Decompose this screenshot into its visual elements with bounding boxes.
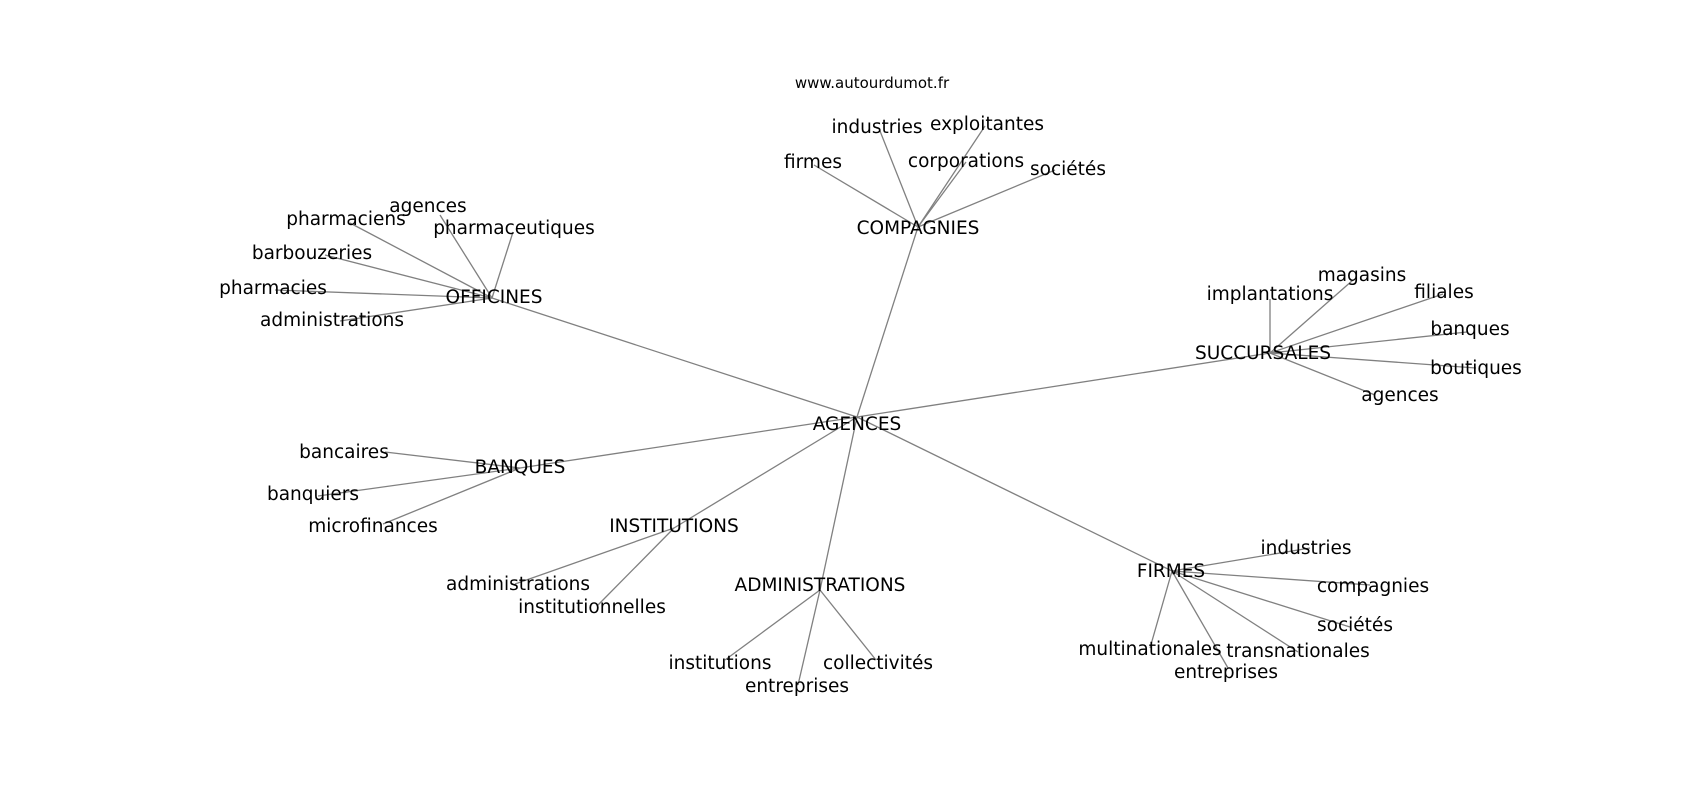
edge-succursales-boutiques [1269,352,1477,369]
edge-administrations-collectivites [819,589,877,661]
leaf-node-firmes-compagnies: compagnies [1317,576,1429,597]
leaf-node-compagnies-corporations: corporations [908,151,1024,172]
hub-node-succursales: SUCCURSALES [1195,343,1331,364]
edge-compagnies-societes [917,169,1056,228]
leaf-node-firmes-multinationales: multinationales [1078,639,1221,660]
leaf-node-firmes-industries: industries [1261,538,1352,559]
leaf-node-compagnies-firmes: firmes [784,152,842,173]
leaf-node-administrations-entreprises: entreprises [745,676,849,697]
edge-center-officines [491,297,858,418]
edge-institutions-administrations [514,527,675,585]
edge-center-compagnies [856,226,919,418]
edge-succursales-banques [1269,331,1468,354]
leaf-node-banques-bancaires: bancaires [299,442,389,463]
edge-firmes-societes [1171,570,1351,628]
edge-banques-bancaires [384,451,521,469]
leaf-node-officines-agences: agences [389,196,466,217]
leaf-node-succursales-banques: banques [1430,319,1509,340]
edge-center-firmes [856,416,1173,572]
leaf-node-banques-microfinances: microfinances [308,516,437,537]
edge-compagnies-corporations [917,161,967,228]
edge-firmes-transnationales [1171,570,1299,653]
edge-officines-administrations [339,297,493,322]
edge-officines-pharmacies [274,289,493,299]
edge-administrations-institutions [724,589,821,661]
leaf-node-firmes-transnationales: transnationales [1226,641,1370,662]
leaf-node-succursales-boutiques: boutiques [1430,358,1522,379]
edge-institutions-institutionnelles [597,527,675,606]
leaf-node-officines-barbouzeries: barbouzeries [252,243,372,264]
edge-compagnies-industries [879,130,919,228]
edge-officines-pharmaciens [349,222,493,299]
graph-edges [274,125,1477,686]
edge-succursales-agences [1269,352,1376,396]
leaf-node-officines-pharmacies: pharmacies [219,278,327,299]
edge-center-banques [519,416,858,469]
edge-banques-banquiers [317,467,521,497]
edge-banques-microfinances [382,467,521,525]
hub-node-officines: OFFICINES [446,287,543,308]
edge-officines-pharmaceutiques [491,231,514,299]
leaf-node-officines-administrations: administrations [260,310,404,331]
hub-node-compagnies: COMPAGNIES [857,218,980,239]
leaf-node-officines-pharmaceutiques: pharmaceutiques [433,218,595,239]
leaf-node-banques-banquiers: banquiers [267,484,359,505]
leaf-node-succursales-agences: agences [1361,385,1438,406]
leaf-node-firmes-societes: sociétés [1317,615,1393,636]
leaf-node-compagnies-societes: sociétés [1030,159,1106,180]
edge-compagnies-firmes [813,164,919,228]
hub-node-administrations: ADMINISTRATIONS [735,575,906,596]
edge-firmes-multinationales [1149,570,1173,649]
graph-labels: www.autourdumot.fr AGENCES OFFICINES agenc… [219,74,1522,697]
edge-officines-agences [439,214,493,299]
center-node-label: AGENCES [813,414,902,435]
leaf-node-institutions-administrations: administrations [446,574,590,595]
leaf-node-administrations-institutions: institutions [669,653,772,674]
leaf-node-succursales-magasins: magasins [1318,265,1407,286]
edge-compagnies-exploitantes [917,125,986,228]
leaf-node-succursales-filiales: filiales [1414,282,1473,303]
site-watermark: www.autourdumot.fr [795,74,950,92]
edge-administrations-entreprises [797,589,821,686]
leaf-node-administrations-collectivites: collectivités [823,653,933,674]
leaf-node-compagnies-exploitantes: exploitantes [930,114,1044,135]
hub-node-firmes: FIRMES [1137,561,1205,582]
edge-center-succursales [856,352,1271,418]
leaf-node-succursales-implantations: implantations [1207,284,1334,305]
edge-firmes-entreprises [1171,570,1229,669]
edge-officines-barbouzeries [324,254,493,299]
leaf-node-officines-pharmaciens: pharmaciens [286,209,406,230]
edge-center-institutions [673,416,858,529]
edge-firmes-industries [1171,547,1311,572]
hub-node-banques: BANQUES [475,457,566,478]
edge-firmes-compagnies [1171,570,1371,586]
leaf-node-firmes-entreprises: entreprises [1174,662,1278,683]
edge-succursales-filiales [1269,293,1444,354]
hub-node-institutions: INSTITUTIONS [609,516,739,537]
leaf-node-compagnies-industries: industries [832,117,923,138]
leaf-node-institutions-institutionnelles: institutionnelles [518,597,666,618]
edge-succursales-magasins [1269,279,1354,354]
edge-center-administrations [819,416,858,591]
